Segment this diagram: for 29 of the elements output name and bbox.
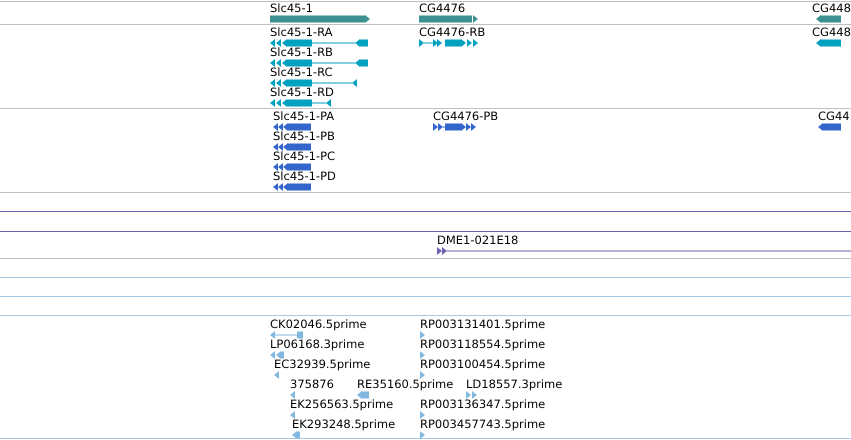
feature-label: Slc45-1-RC <box>270 65 333 79</box>
feature-label: Slc45-1-RB <box>270 45 333 59</box>
feature-label: Slc45-1-RD <box>270 85 334 99</box>
feature-label: LD18557.3prime <box>466 377 562 391</box>
feature-label: EK256563.5prime <box>290 397 394 411</box>
feature-label: RP003136347.5prime <box>420 397 546 411</box>
feature-label: Slc45-1-PC <box>273 149 336 163</box>
feature-label: RP003100454.5prime <box>420 357 546 371</box>
feature-label: RE35160.5prime <box>357 377 454 391</box>
feature-label: CG4476-PB <box>433 109 498 123</box>
feature-label: Slc45-1-PD <box>273 169 336 183</box>
feature-label: EK293248.5prime <box>292 417 396 431</box>
feature-label: Slc45-1 <box>270 1 313 15</box>
feature-label: LP06168.3prime <box>270 337 364 351</box>
feature-label: 375876 <box>290 377 334 391</box>
feature-label: RP003118554.5prime <box>420 337 546 351</box>
feature-label: DME1-021E18 <box>437 233 518 247</box>
feature-label: CG44 <box>818 109 850 123</box>
feature-label: CG448 <box>812 1 851 15</box>
feature-label: Slc45-1-RA <box>270 25 332 39</box>
feature-label: CK02046.5prime <box>270 317 367 331</box>
feature-label: RP003131401.5prime <box>420 317 546 331</box>
feature-label: Slc45-1-PA <box>273 109 334 123</box>
feature-label: CG448 <box>812 25 851 39</box>
feature-label: EC32939.5prime <box>274 357 370 371</box>
feature-label: Slc45-1-PB <box>273 129 335 143</box>
feature-label: CG4476-RB <box>419 25 486 39</box>
feature-label: RP003457743.5prime <box>420 417 546 431</box>
feature-label: CG4476 <box>419 1 466 15</box>
